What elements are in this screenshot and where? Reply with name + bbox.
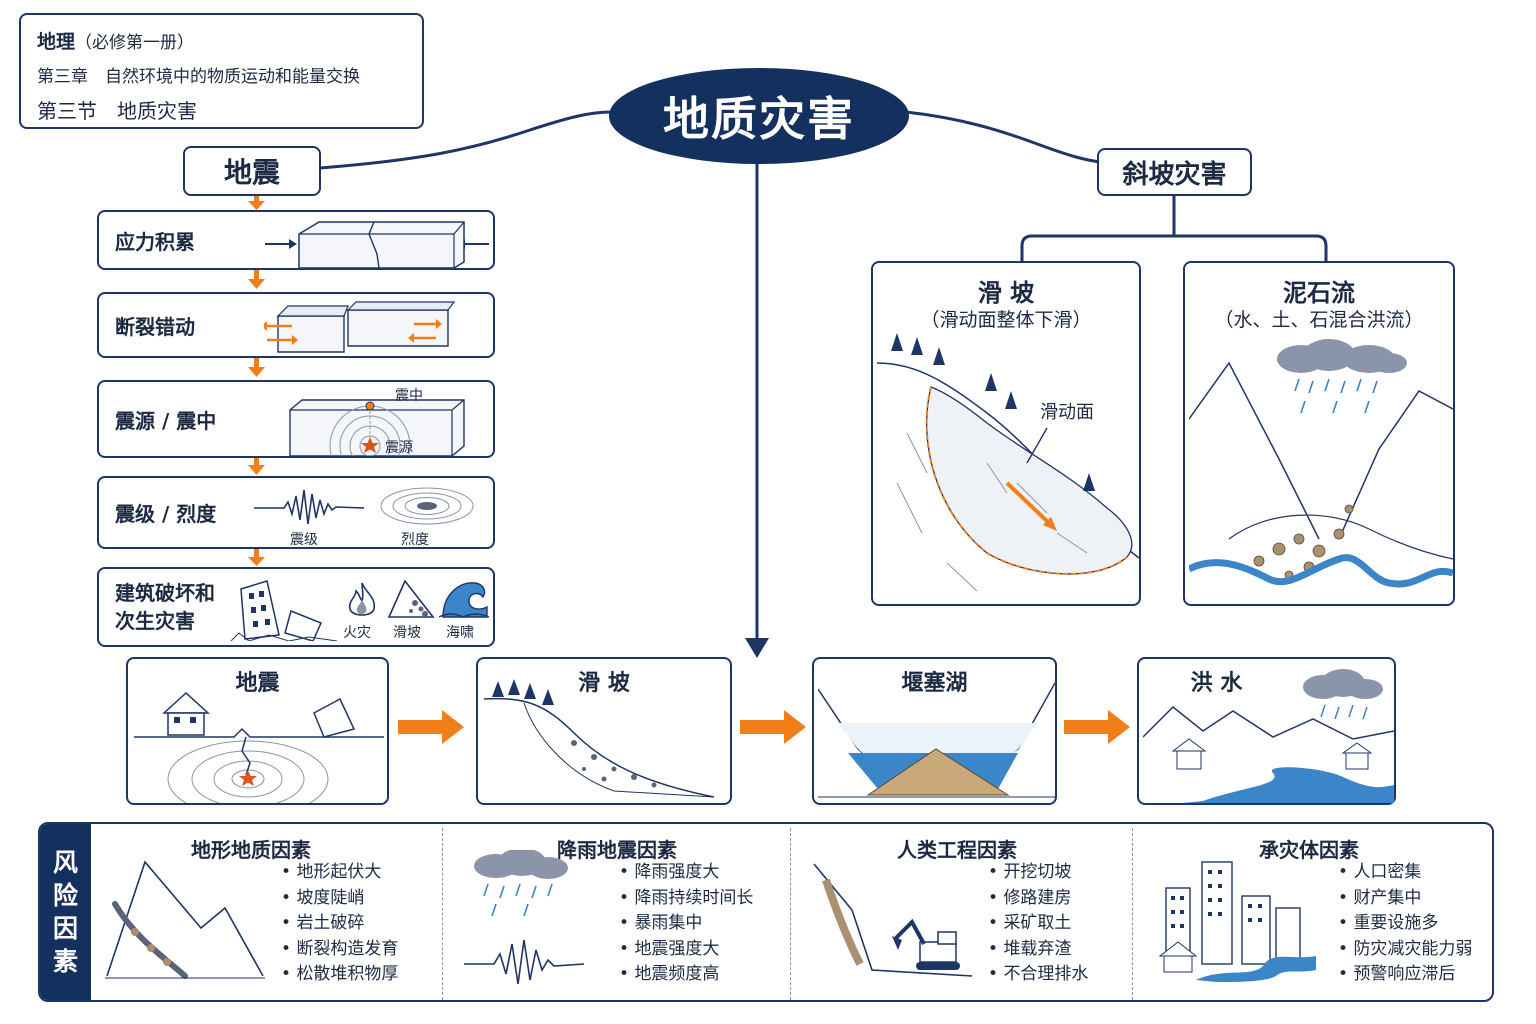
step-label: 建筑破坏和 次生灾害 bbox=[115, 581, 215, 633]
risk-column-title: 地形地质因素 bbox=[191, 838, 311, 862]
landslide-title: 滑 坡 bbox=[977, 279, 1035, 307]
risk-column-title: 人类工程因素 bbox=[897, 838, 1017, 862]
step-damage-secondary: 建筑破坏和 次生灾害 火灾 滑坡 海啸 bbox=[97, 567, 495, 647]
chain-earthquake-illustration bbox=[134, 691, 384, 803]
chain-landslide-illustration bbox=[484, 679, 715, 798]
course-info-box: 地理（必修第一册） 第三章 自然环境中的物质运动和能量交换 第三节 地质灾害 bbox=[19, 13, 424, 129]
epicenter-label: 震中 bbox=[395, 388, 423, 404]
landslide-panel: 滑 坡 （滑动面整体下滑） 滑动面 bbox=[871, 261, 1141, 606]
landslide-icon bbox=[387, 579, 435, 618]
sliding-surface-label: 滑动面 bbox=[1040, 402, 1094, 423]
city-icon bbox=[1158, 861, 1316, 982]
landslide-label: 滑坡 bbox=[393, 625, 421, 641]
debris-flow-illustration bbox=[1189, 339, 1453, 588]
debris-flow-panel: 泥石流 （水、土、石混合洪流） bbox=[1183, 261, 1455, 606]
tsunami-icon bbox=[439, 582, 489, 618]
main-title: 地质灾害 bbox=[609, 68, 909, 164]
step-magnitude-intensity: 震级 / 烈度 震级 烈度 bbox=[97, 476, 495, 549]
debris-flow-subtitle: （水、土、石混合洪流） bbox=[1214, 309, 1424, 331]
risk-item-list: 开挖切坡修路建房采矿取土堆载弃渣不合理排水 bbox=[988, 860, 1088, 988]
hypocenter-label: 震源 bbox=[385, 440, 413, 456]
chain-flood-panel: 洪 水 bbox=[1137, 657, 1396, 805]
risk-factors-tab: 风险因素 bbox=[40, 824, 91, 1000]
risk-column-terrain: 地形地质因素 地形起伏大坡度陡峭岩土破碎断裂构造发育松散堆积物厚 bbox=[91, 824, 441, 1000]
course-chapter: 第三章 自然环境中的物质运动和能量交换 bbox=[37, 67, 360, 87]
earthquake-title: 地震 bbox=[183, 146, 321, 196]
chain-step-label: 滑 坡 bbox=[578, 671, 630, 696]
chain-landslide-panel: 滑 坡 bbox=[476, 657, 732, 805]
chain-arrow-3 bbox=[1064, 710, 1130, 744]
intensity-label: 烈度 bbox=[401, 532, 429, 548]
risk-column-title: 降雨地震因素 bbox=[557, 838, 677, 862]
chain-dammed-lake-panel: 堰塞湖 bbox=[812, 657, 1057, 805]
risk-column-exposure: 承灾体因素 人口密集财产集中重要设施多防灾减灾能力弱预警响应滞后 bbox=[1134, 824, 1492, 1000]
seismograph-icon bbox=[254, 489, 364, 525]
chain-step-label: 地震 bbox=[235, 671, 280, 696]
intensity-rings-icon bbox=[380, 487, 474, 525]
fault-block-icon bbox=[264, 301, 456, 353]
risk-column-engineering: 人类工程因素 开挖切坡修路建房采矿取土堆载弃渣不合理排水 bbox=[792, 824, 1132, 1000]
chain-earthquake-panel: 地震 bbox=[126, 657, 389, 805]
stress-block-icon bbox=[265, 221, 489, 268]
step-label: 应力积累 bbox=[115, 229, 195, 254]
tsunami-label: 海啸 bbox=[446, 625, 474, 641]
rain-seismic-icon bbox=[464, 850, 585, 985]
collapsed-building-icon bbox=[230, 580, 338, 641]
step-label: 震级 / 烈度 bbox=[115, 502, 217, 526]
chain-arrow-1 bbox=[398, 710, 464, 744]
fire-icon bbox=[348, 582, 376, 616]
debris-flow-title: 泥石流 bbox=[1283, 279, 1355, 307]
focus-epicenter-block bbox=[289, 399, 465, 456]
landslide-illustration bbox=[877, 333, 1139, 592]
course-subject: 地理（必修第一册） bbox=[37, 31, 195, 53]
risk-item-list: 地形起伏大坡度陡峭岩土破碎断裂构造发育松散堆积物厚 bbox=[281, 860, 398, 988]
landslide-subtitle: （滑动面整体下滑） bbox=[920, 309, 1092, 331]
step-fault-displacement: 断裂错动 bbox=[97, 292, 495, 358]
risk-item-list: 降雨强度大降雨持续时间长暴雨集中地震强度大地震频度高 bbox=[619, 860, 753, 988]
chain-step-label: 洪 水 bbox=[1190, 671, 1243, 696]
chain-dammed-lake-illustration bbox=[818, 682, 1055, 798]
risk-column-title: 承灾体因素 bbox=[1259, 838, 1359, 862]
chain-arrow-2 bbox=[740, 710, 806, 744]
excavator-icon bbox=[813, 863, 973, 977]
step-focus-epicenter: 震源 / 震中 震中 震源 bbox=[97, 380, 495, 458]
terrain-icon bbox=[105, 860, 265, 979]
step-label: 断裂错动 bbox=[115, 314, 195, 339]
step-label: 震源 / 震中 bbox=[115, 408, 217, 433]
course-section: 第三节 地质灾害 bbox=[37, 99, 197, 123]
risk-column-rain-quake: 降雨地震因素 降雨强度大降雨持续时间长暴雨集中地震强度大地震频度高 bbox=[444, 824, 790, 1000]
risk-item-list: 人口密集财产集中重要设施多防灾减灾能力弱预警响应滞后 bbox=[1338, 860, 1472, 988]
chain-step-label: 堰塞湖 bbox=[901, 671, 968, 696]
slope-hazard-title: 斜坡灾害 bbox=[1097, 148, 1252, 196]
chain-flood-illustration bbox=[1143, 669, 1394, 803]
fire-label: 火灾 bbox=[343, 625, 371, 641]
step-stress-accumulation: 应力积累 bbox=[97, 210, 495, 270]
magnitude-label: 震级 bbox=[290, 532, 318, 548]
